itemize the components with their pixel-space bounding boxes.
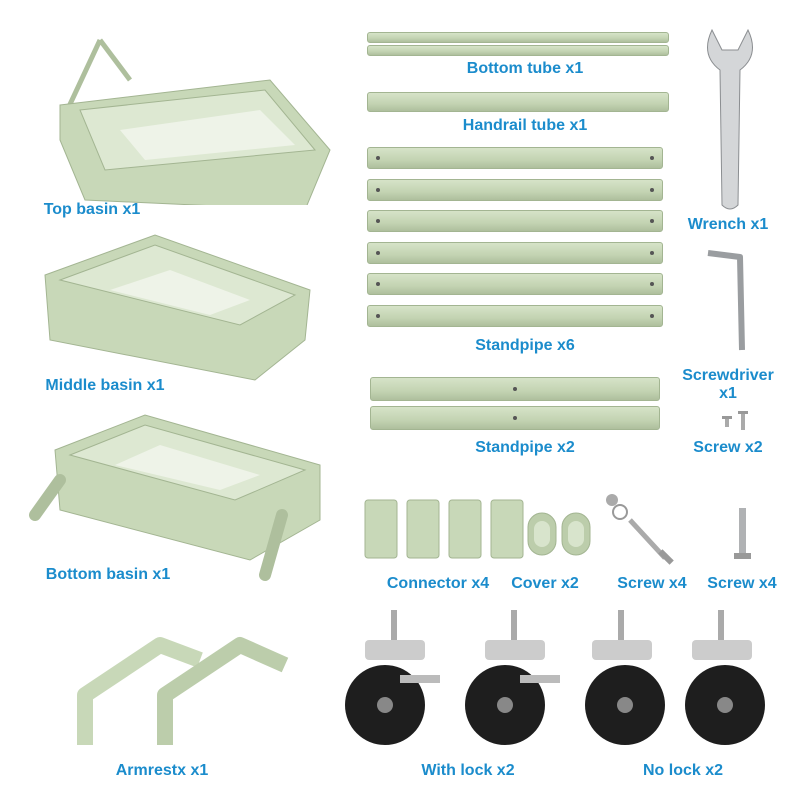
wrench-label: Wrench x1 [687,216,769,233]
standpipe-short [370,377,660,401]
with-lock-label: With lock x2 [421,762,515,779]
connector-icon [364,499,524,559]
handrail-tube-label: Handrail tube x1 [462,117,588,134]
screw-x4-label-2: Screw x4 [707,575,777,592]
caster-no-lock-icon [585,610,765,745]
screw-x4-label-1: Screw x4 [617,575,687,592]
armrest-label: Armrestx x1 [115,762,209,779]
cover-icon [527,512,591,556]
screwdriver-qty: x1 [719,385,737,402]
standpipe-short [370,406,660,430]
standpipe [367,210,663,232]
small-screw-icon [722,411,748,430]
wrench-icon [707,28,753,210]
middle-basin-label: Middle basin x1 [45,377,165,394]
bottom-tube [367,45,669,56]
standpipe [367,147,663,169]
bottom-tube [367,32,669,43]
bottom-basin-label: Bottom basin x1 [45,566,171,583]
armrest-image [77,637,289,745]
bottom-basin-image [29,414,321,581]
screwdriver-icon [707,250,745,351]
screw-icon [734,508,751,559]
handrail-tube [367,92,669,112]
standpipe [367,179,663,201]
bottom-tube-label: Bottom tube x1 [466,60,584,77]
middle-basin-image [44,234,311,381]
no-lock-label: No lock x2 [642,762,724,779]
caster-with-lock-icon [345,610,560,745]
top-basin-label: Top basin x1 [43,201,141,218]
cover-label: Cover x2 [511,575,579,592]
screw-x2-label: Screw x2 [693,439,763,456]
standpipe [367,242,663,264]
standpipe [367,305,663,327]
screwdriver-name: Screwdriver [682,367,774,384]
standpipe-x6-label: Standpipe x6 [475,337,575,354]
bolt-icon [606,494,674,565]
top-basin-image [59,38,331,205]
connector-label: Connector x4 [386,575,490,592]
standpipe-x2-label: Standpipe x2 [475,439,575,456]
standpipe [367,273,663,295]
